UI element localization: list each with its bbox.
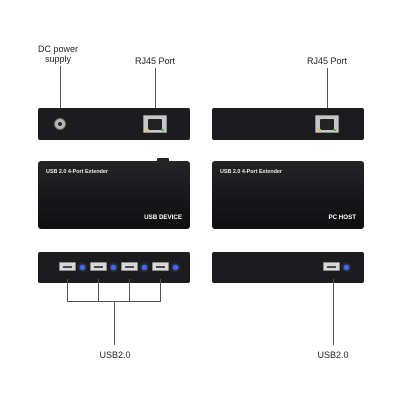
left-device-top-bump (157, 158, 169, 161)
rj45-activity-led (161, 129, 164, 131)
rj45-port-left (143, 115, 167, 133)
usb2-label-left: USB2.0 (99, 350, 131, 360)
usb-led-3 (142, 265, 147, 270)
usb-port-4 (152, 262, 169, 271)
usb-led-host (344, 265, 349, 270)
usb-led-2 (111, 265, 116, 270)
right-device-top-view: USB 2.0 4-Port Extender PC HOST (212, 161, 364, 229)
dc-power-supply-label: DC power supply (37, 44, 78, 64)
rj45-activity-led (333, 129, 336, 131)
usb-led-1 (80, 265, 85, 270)
left-device-top-view: USB 2.0 4-Port Extender USB DEVICE (38, 161, 190, 229)
right-device-side-label: PC HOST (328, 214, 356, 221)
right-device-rear-panel (212, 108, 364, 140)
dc-power-jack (54, 118, 66, 130)
usb-bracket-drop-1 (67, 279, 68, 301)
rj45-socket (320, 119, 334, 130)
usb-bracket-drop-3 (129, 279, 130, 301)
right-device-title: USB 2.0 4-Port Extender (220, 169, 283, 175)
usb-port-1 (59, 262, 76, 271)
rj45-leader-line-left (155, 68, 156, 114)
dc-power-leader-line (60, 66, 61, 118)
usb-leader-line-left (114, 301, 115, 345)
usb-port-host (323, 262, 340, 271)
right-device-usb-panel (212, 252, 364, 283)
rj45-socket (148, 119, 162, 130)
usb-leader-line-right (333, 279, 334, 345)
left-device-side-label: USB DEVICE (144, 214, 182, 221)
rj45-port-label-left: RJ45 Port (134, 56, 176, 66)
usb-bracket-drop-4 (160, 279, 161, 301)
usb-led-4 (173, 265, 178, 270)
left-device-title: USB 2.0 4-Port Extender (46, 169, 109, 175)
rj45-link-led (318, 129, 321, 131)
usb-port-2 (90, 262, 107, 271)
rj45-port-label-right: RJ45 Port (306, 56, 348, 66)
rj45-leader-line-right (327, 68, 328, 114)
left-device-usb-panel (38, 252, 190, 283)
usb2-label-right: USB2.0 (317, 350, 349, 360)
left-device-rear-panel (38, 108, 190, 140)
rj45-link-led (146, 129, 149, 131)
rj45-port-right (315, 115, 339, 133)
usb-port-3 (121, 262, 138, 271)
usb-bracket-drop-2 (98, 279, 99, 301)
